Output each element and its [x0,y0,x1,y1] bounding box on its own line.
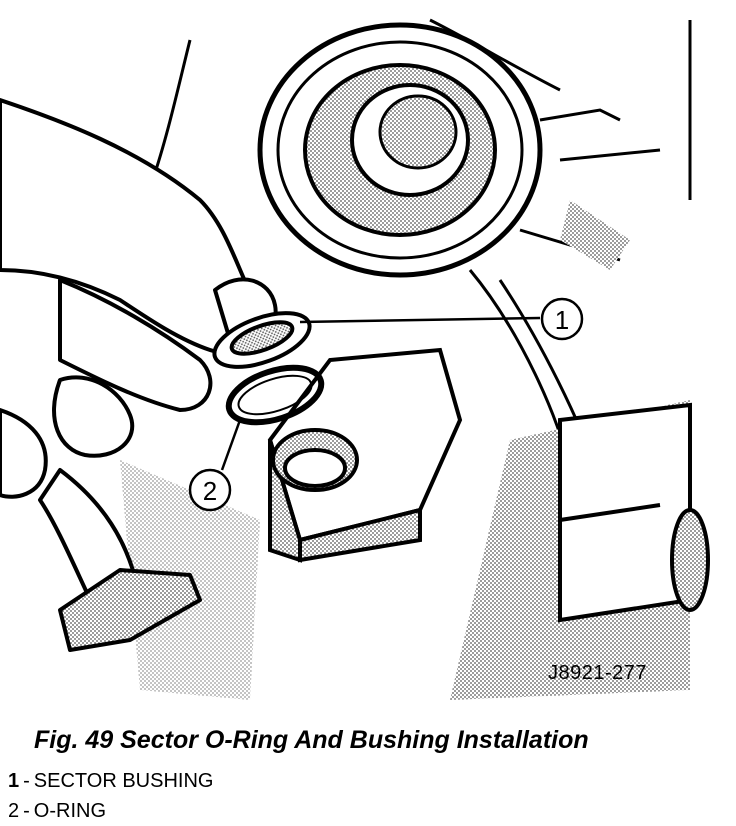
legend-separator: - [23,770,30,792]
o-ring [225,364,325,426]
sector-bore-block [267,347,463,563]
figure-caption: Fig. 49 Sector O-Ring And Bushing Instal… [34,726,589,754]
legend-item: 1-SECTOR BUSHING [8,770,213,793]
legend-number: 2 [8,800,20,822]
legend-item: 2-O-RING [8,800,106,823]
leader-lines [220,316,541,471]
right-housing [558,402,710,623]
callout-2: 2 [188,468,232,512]
legend-number: 1 [8,770,20,792]
technical-illustration: 1 2 [0,18,710,700]
seal-ring [257,22,543,278]
sector-bushing [212,311,312,369]
callout-2-number: 2 [203,476,217,506]
legend-separator: - [23,800,30,822]
callout-1: 1 [540,297,584,341]
figure-id-label: J8921-277 [548,662,648,684]
callout-1-number: 1 [555,305,569,335]
legend-text: O-RING [33,800,107,822]
legend-text: SECTOR BUSHING [33,770,214,792]
hand-illustration [0,98,278,652]
